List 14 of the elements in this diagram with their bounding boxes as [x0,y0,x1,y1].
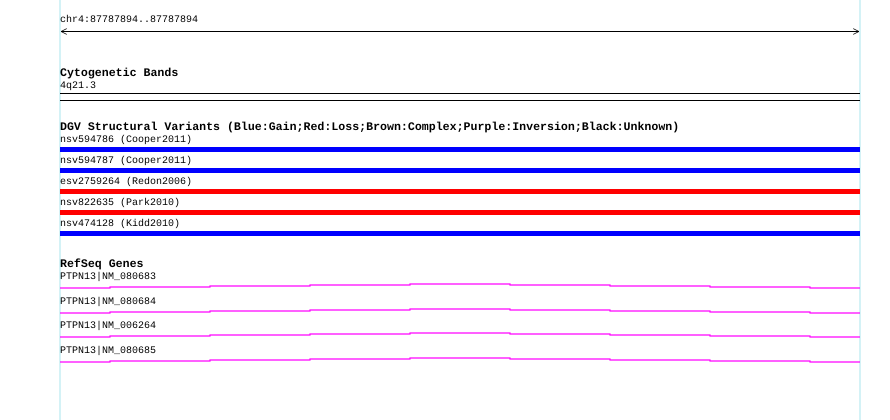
coordinate-label: chr4:87787894..87787894 [60,15,198,26]
gene-label: PTPN13|NM_080683 [60,272,156,283]
variant-label: nsv594787 (Cooper2011) [60,156,192,167]
variant-label: nsv594786 (Cooper2011) [60,135,192,146]
variant-label: nsv822635 (Park2010) [60,198,180,209]
variant-label: esv2759264 (Redon2006) [60,177,192,188]
band-label: 4q21.3 [60,81,96,92]
track-heading: RefSeq Genes [60,259,144,271]
gene-label: PTPN13|NM_080685 [60,346,156,357]
track-heading: Cytogenetic Bands [60,68,178,80]
variant-label: nsv474128 (Kidd2010) [60,219,180,230]
gene-label: PTPN13|NM_080684 [60,297,156,308]
track-heading: DGV Structural Variants (Blue:Gain;Red:Loss;Brown:Complex;Purple:Inversion;Black:Unknown) [60,122,680,134]
gene-label: PTPN13|NM_006264 [60,321,156,332]
